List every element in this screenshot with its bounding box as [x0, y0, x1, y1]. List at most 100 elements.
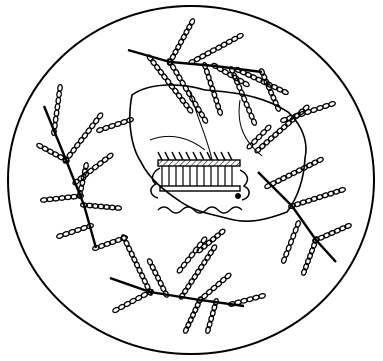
left-branched-chain-side-chain: [96, 117, 134, 133]
bead: [147, 258, 154, 266]
bead: [188, 18, 195, 26]
bead: [184, 256, 192, 264]
bead: [201, 116, 208, 124]
outer-circle: [8, 6, 374, 354]
bead: [338, 187, 346, 193]
clip-left-spring: [151, 168, 160, 198]
bead: [146, 54, 154, 62]
bead: [264, 124, 272, 132]
bead: [205, 326, 211, 334]
left-branched-chain-side-chain: [56, 223, 94, 239]
bead: [260, 129, 268, 137]
clip-bristle: [158, 152, 162, 160]
bead: [255, 133, 263, 141]
left-branched-chain-side-chain: [62, 112, 104, 164]
clip-wave: [158, 207, 242, 213]
clip-teeth: [158, 152, 232, 186]
clip-bristle: [228, 152, 232, 160]
clip-bristle: [172, 152, 176, 160]
bead: [106, 152, 114, 160]
bead: [150, 59, 158, 67]
bead: [176, 74, 183, 82]
bead: [200, 236, 208, 244]
bead: [219, 276, 227, 284]
clip-bristle: [165, 152, 169, 160]
clip-bristle: [200, 152, 204, 160]
bead: [254, 146, 262, 154]
left-branched-chain-side-chain: [80, 203, 121, 211]
bead: [344, 223, 352, 230]
bead: [70, 146, 78, 154]
lower-branched-chain: [110, 228, 266, 334]
bead: [215, 280, 223, 288]
bead: [251, 118, 258, 126]
upper-branched-chain-side-chain: [188, 32, 244, 65]
bead: [89, 122, 97, 130]
bead: [200, 243, 208, 251]
bead: [186, 106, 194, 114]
bead: [301, 268, 308, 276]
bead: [214, 232, 222, 240]
upper-branched-chain-side-chain: [259, 68, 282, 112]
bead: [168, 82, 176, 90]
bead: [36, 142, 44, 149]
clip-right-spring: [240, 170, 249, 200]
bead: [258, 142, 266, 150]
bead: [179, 96, 187, 104]
central-clip-structure: [151, 152, 249, 213]
bead: [153, 63, 161, 71]
bead: [180, 261, 188, 269]
chain-layer: [36, 18, 352, 334]
bead: [85, 127, 93, 135]
bead: [205, 288, 213, 296]
bead: [281, 89, 289, 96]
upper-branched-chain-side-chain: [202, 62, 223, 116]
bead: [276, 127, 284, 135]
left-branched-chain: [36, 84, 134, 251]
bead: [175, 92, 183, 100]
bead: [56, 233, 64, 239]
bead: [201, 292, 209, 300]
bead: [280, 123, 288, 131]
clip-bristle: [179, 152, 183, 160]
bead: [183, 101, 191, 109]
bead: [209, 235, 217, 243]
bead: [92, 117, 100, 125]
bead: [251, 138, 259, 146]
clip-bristle: [214, 152, 218, 160]
clip-bristle: [186, 152, 190, 160]
bead: [224, 272, 232, 280]
bead: [328, 101, 336, 107]
right-branched-chain-side-chain: [288, 187, 346, 209]
bead: [258, 293, 266, 299]
bead: [236, 32, 244, 39]
bead: [185, 90, 192, 98]
bead: [73, 141, 81, 149]
bead: [96, 160, 104, 168]
bead: [172, 87, 180, 95]
bead: [316, 157, 324, 164]
bead: [77, 136, 85, 144]
bead: [198, 111, 205, 119]
bead: [246, 142, 254, 150]
right-branched-chain-side-chain: [264, 157, 324, 190]
bead: [91, 163, 99, 171]
bead: [161, 73, 169, 81]
lower-branched-chain-side-chain: [183, 296, 204, 334]
clip-bar-bottom: [160, 186, 240, 191]
bead: [188, 251, 196, 259]
bead: [281, 256, 288, 264]
bead: [263, 139, 271, 147]
clip-bar-top: [158, 160, 240, 166]
bead: [157, 68, 165, 76]
bead: [218, 228, 226, 236]
bead: [271, 131, 279, 139]
bead: [267, 135, 275, 143]
bead: [176, 266, 184, 274]
bead: [170, 63, 177, 71]
bead: [101, 156, 109, 164]
bead: [210, 284, 218, 292]
clip-bristle: [221, 152, 225, 160]
